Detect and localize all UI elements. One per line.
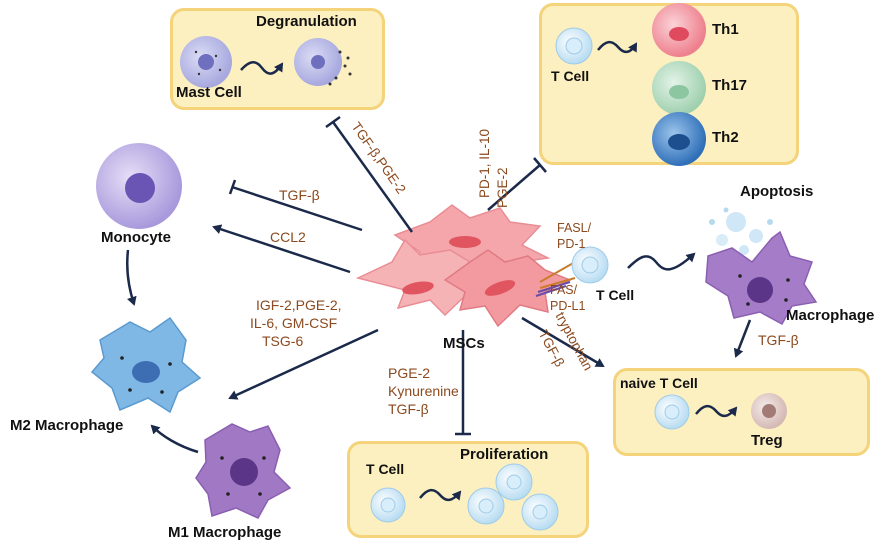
inhibit-monocyte-line [231, 185, 363, 232]
m2-macrophage-label: M2 Macrophage [10, 417, 124, 434]
monocyte-label: Monocyte [101, 229, 172, 246]
m2-polarization-arrow [228, 328, 379, 400]
inhibit-th-bar [533, 157, 547, 173]
factor-monocyte-recruit: CCL2 [270, 229, 306, 245]
factor-prolif-2: Kynurenine [388, 383, 459, 399]
tcell-to-apoptosis-arrow [627, 252, 696, 271]
msc-cluster [355, 204, 576, 328]
monocyte-to-m2-arrow [126, 249, 137, 306]
proliferation-box-cells [370, 463, 559, 531]
factor-m2-1: IGF-2,PGE-2, [256, 297, 342, 313]
inhibit-th-line [487, 164, 541, 211]
treg-label: Treg [751, 432, 783, 449]
factor-th-2: PGE-2 [495, 167, 510, 208]
right-t-cell-label: T Cell [596, 287, 635, 303]
recruit-monocyte-arrow [212, 224, 351, 274]
treg-induction-arrow [521, 316, 605, 368]
macrophage-label: Macrophage [786, 307, 875, 324]
factor-prolif-3: TGF-β [388, 401, 429, 417]
th-box-cells [555, 3, 706, 166]
th17-label: Th17 [712, 77, 748, 94]
connectors [126, 115, 752, 454]
mast-cell-icon [180, 36, 352, 88]
monocyte-icon [96, 143, 182, 229]
mscs-label: MSCs [443, 335, 485, 352]
factor-fas-2: PD-L1 [550, 299, 586, 313]
factor-m2-3: TSG-6 [262, 333, 304, 349]
factor-prolif-1: PGE-2 [388, 365, 431, 381]
m1-macrophage-label: M1 Macrophage [168, 524, 282, 541]
th2-label: Th2 [712, 129, 739, 146]
mast-cell-label: Mast Cell [176, 84, 242, 101]
proliferation-title: Proliferation [460, 446, 549, 463]
m1-macrophage-icon [195, 423, 292, 519]
macrophage-to-treg-arrow [733, 319, 752, 358]
th-box-t-cell-label: T Cell [551, 68, 590, 84]
factor-fas-1: FAS/ [550, 283, 578, 297]
proliferation-t-cell-label: T Cell [366, 461, 405, 477]
m2-macrophage-icon [90, 316, 202, 414]
inhibit-mast-line [331, 121, 414, 233]
factor-macrophage-tgf: TGF-β [758, 332, 799, 348]
factor-fasl-2: PD-1 [557, 237, 586, 251]
factor-th-1: PD-1, IL-10 [477, 128, 492, 198]
factor-fasl-1: FASL/ [557, 221, 592, 235]
m1-to-m2-arrow [150, 424, 199, 454]
factor-monocyte-inhibit: TGF-β [279, 187, 320, 203]
right-t-cell-icon [571, 246, 609, 284]
factor-m2-2: IL-6, GM-CSF [250, 315, 338, 331]
naive-t-cell-label: naive T Cell [620, 375, 698, 391]
macrophage-icon [705, 230, 818, 326]
inhibit-mast-bar [325, 115, 341, 129]
apoptosis-label: Apoptosis [740, 183, 814, 200]
apoptosis-fragments [709, 207, 773, 255]
inhibit-monocyte-bar [228, 179, 237, 195]
th1-label: Th1 [712, 21, 739, 38]
treg-box-cells [654, 393, 787, 430]
degranulation-title: Degranulation [256, 13, 357, 30]
